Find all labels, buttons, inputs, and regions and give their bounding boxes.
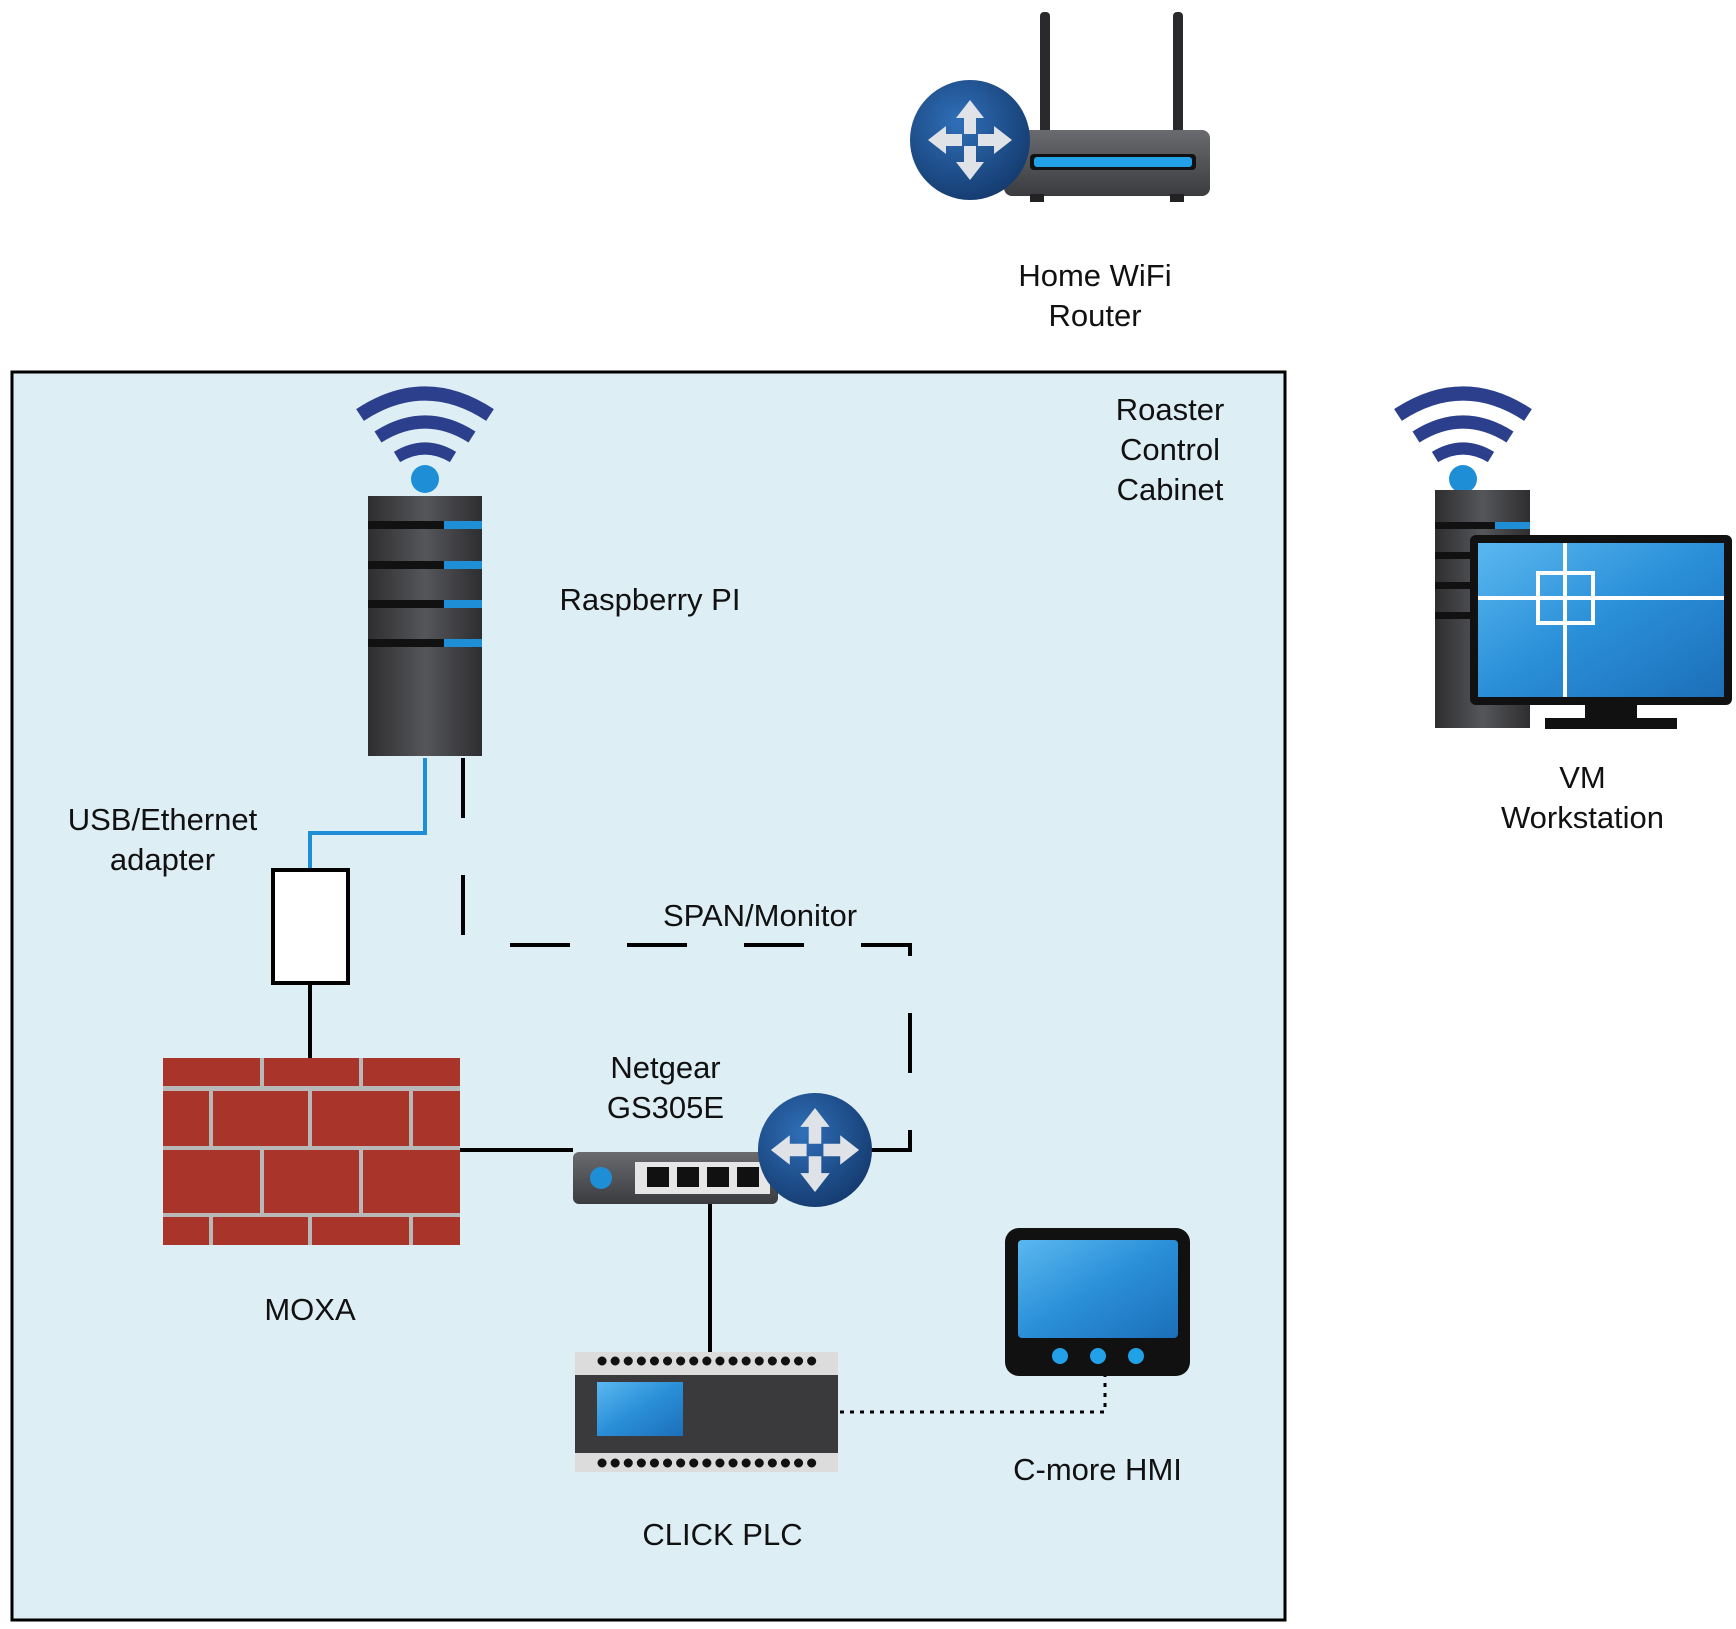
touch-panel-icon [1005, 1228, 1190, 1376]
netgear-label: Netgear GS305E [606, 1050, 725, 1125]
span-monitor-label: SPAN/Monitor [662, 898, 858, 933]
usb-adapter-label: USB/Ethernet adapter [67, 802, 258, 877]
hmi-label: C-more HMI [1013, 1452, 1182, 1487]
span-monitor-link [461, 758, 912, 1152]
moxa-label: MOXA [264, 1292, 356, 1327]
workstation-wifi-icon [1394, 386, 1532, 493]
home-router-label: Home WiFi Router [1018, 258, 1172, 333]
workstation-icon [1435, 490, 1732, 729]
cabinet-label: Roaster Control Cabinet [1115, 392, 1225, 507]
plc-module-icon [575, 1352, 838, 1472]
adapter-box-icon [271, 868, 350, 985]
vm-workstation-label: VM Workstation [1500, 760, 1665, 835]
wifi-router-icon [910, 12, 1210, 202]
network-switch-icon [573, 1093, 872, 1207]
usb-cable-link [308, 758, 427, 870]
raspberry-pi-label: Raspberry PI [559, 582, 741, 617]
click-plc-label: CLICK PLC [642, 1517, 803, 1552]
raspberry-pi-wifi-icon [356, 386, 494, 493]
firewall-brick-icon [163, 1058, 460, 1245]
server-tower-icon [368, 496, 482, 756]
